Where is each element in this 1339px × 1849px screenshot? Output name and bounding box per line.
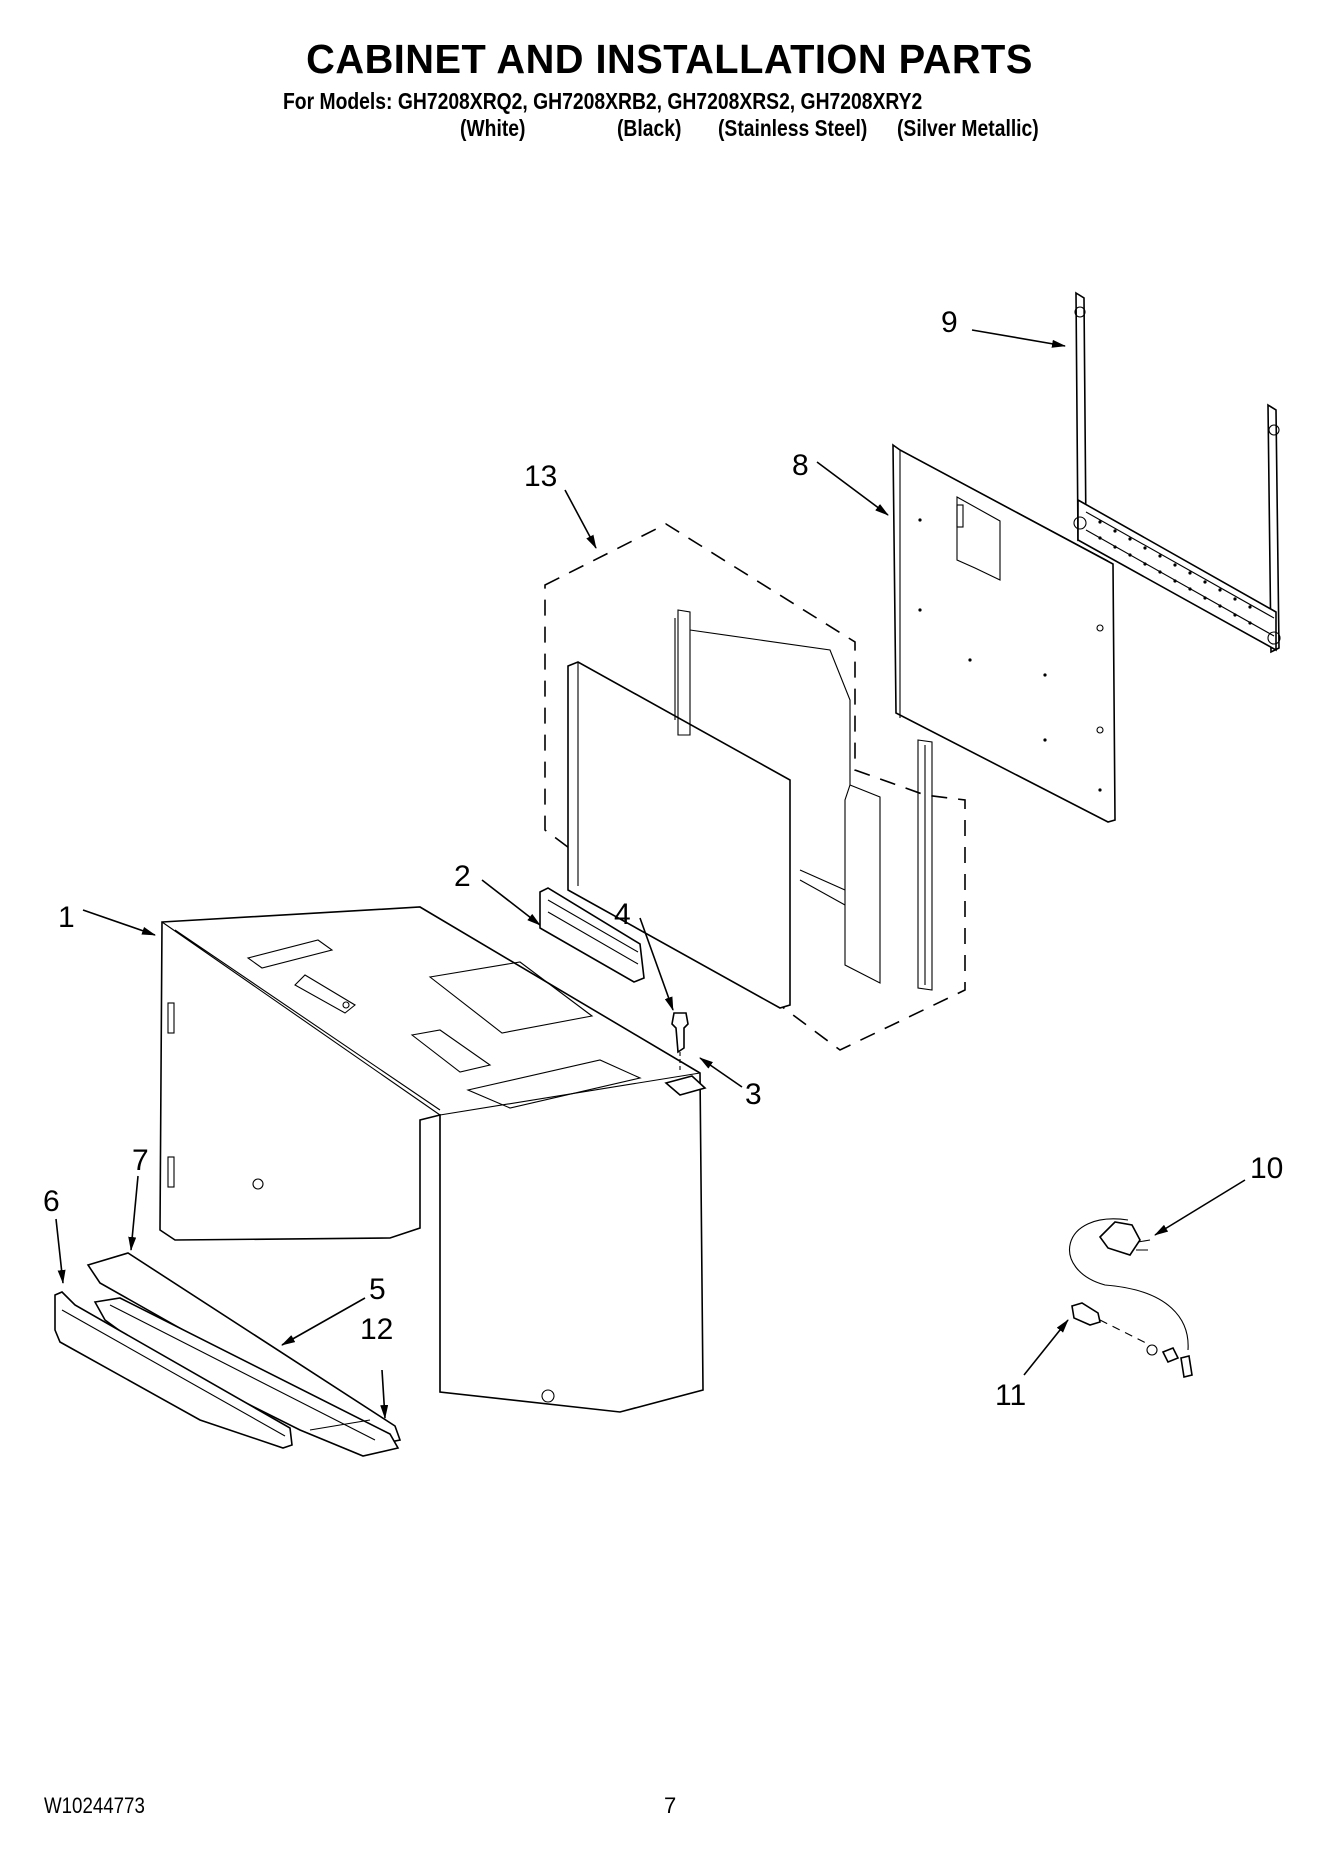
callout-2: 2	[454, 860, 471, 893]
models-line: For Models: GH7208XRQ2, GH7208XRB2, GH72…	[283, 88, 923, 114]
page-title: CABINET AND INSTALLATION PARTS	[306, 36, 1033, 82]
color-silver-metallic: (Silver Metallic)	[897, 115, 1039, 141]
color-black: (Black)	[617, 115, 682, 141]
callout-labels: 1 2 3 4 5 6 7 8 9 10 11 12 13	[43, 306, 1283, 1412]
callout-3: 3	[745, 1078, 762, 1111]
part-6-trim	[54, 1291, 293, 1449]
part-3-clip	[664, 1075, 707, 1096]
part-2-grille	[539, 887, 645, 983]
color-white: (White)	[460, 115, 526, 141]
document-number: W10244773	[44, 1793, 145, 1818]
part-9-mounting-plate	[1073, 291, 1281, 654]
leader-arrows	[55, 329, 1246, 1419]
part-8-back-panel	[892, 443, 1116, 823]
part-13-assembly-outline	[544, 523, 966, 1051]
callout-10: 10	[1250, 1152, 1283, 1185]
callout-8: 8	[792, 449, 809, 482]
page-number: 7	[664, 1793, 677, 1818]
callout-12: 12	[360, 1313, 393, 1346]
callout-4: 4	[614, 898, 631, 931]
part-1-cabinet	[159, 906, 704, 1413]
callout-7: 7	[132, 1144, 149, 1177]
callout-6: 6	[43, 1185, 60, 1218]
callout-5: 5	[369, 1273, 386, 1306]
callout-13: 13	[524, 460, 557, 493]
part-4-screw	[671, 1012, 689, 1072]
part-10-power-cord	[1069, 1218, 1193, 1378]
callout-9: 9	[941, 306, 958, 339]
part-11-ground-screw	[1071, 1302, 1158, 1356]
callout-1: 1	[58, 901, 75, 934]
color-stainless-steel: (Stainless Steel)	[718, 115, 868, 141]
callout-11: 11	[995, 1379, 1026, 1412]
